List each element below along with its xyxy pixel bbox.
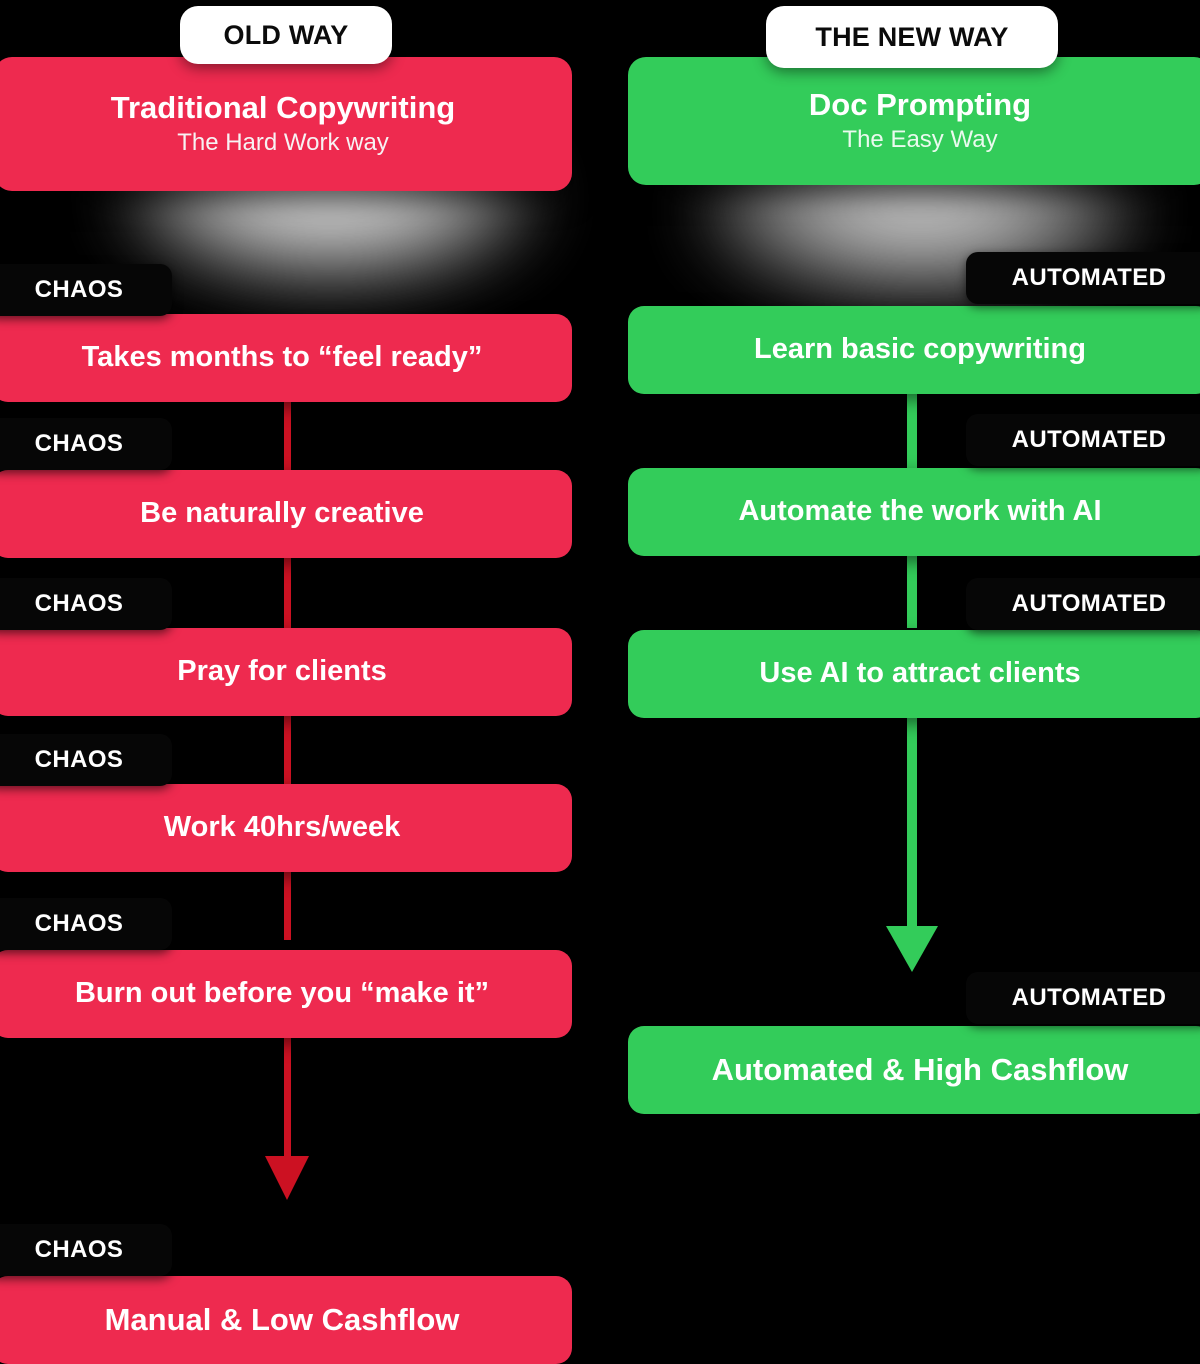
step-card-new-2-label: Automate the work with AI (738, 495, 1102, 528)
badge-chaos-5-label: CHAOS (34, 910, 124, 937)
badge-chaos-4-label: CHAOS (34, 746, 124, 773)
step-card-old-3-label: Pray for clients (177, 655, 387, 688)
step-card-new-2[interactable]: Automate the work with AI (628, 468, 1200, 556)
badge-automated-1-label: AUTOMATED (1011, 264, 1167, 291)
step-card-old-1-label: Takes months to “feel ready” (81, 341, 483, 374)
arrow-head-green (886, 926, 938, 972)
connector-red-3 (284, 712, 291, 784)
outcome-card-old-way-label: Manual & Low Cashflow (104, 1302, 460, 1338)
step-card-new-3-label: Use AI to attract clients (759, 657, 1081, 690)
tab-new-way-label: THE NEW WAY (815, 21, 1009, 52)
badge-automated-outcome: AUTOMATED (966, 972, 1200, 1024)
header-subtitle-new-way: The Easy Way (842, 126, 998, 154)
badge-chaos-1: CHAOS (0, 264, 172, 316)
header-title-old-way: Traditional Copywriting (110, 89, 456, 125)
step-card-old-5-label: Burn out before you “make it” (74, 977, 490, 1010)
badge-automated-3: AUTOMATED (966, 578, 1200, 630)
badge-chaos-5: CHAOS (0, 898, 172, 950)
connector-green-3 (907, 718, 917, 928)
tab-old-way[interactable]: OLD WAY (180, 6, 392, 64)
step-card-old-4-label: Work 40hrs/week (163, 811, 401, 844)
step-card-new-1[interactable]: Learn basic copywriting (628, 306, 1200, 394)
connector-green-1 (907, 390, 917, 470)
connector-red-2 (284, 556, 291, 628)
badge-chaos-outcome-label: CHAOS (34, 1236, 124, 1263)
connector-red-4 (284, 868, 291, 940)
connector-red-5 (284, 1036, 291, 1158)
badge-chaos-4: CHAOS (0, 734, 172, 786)
step-card-old-4[interactable]: Work 40hrs/week (0, 784, 572, 872)
badge-chaos-3: CHAOS (0, 578, 172, 630)
badge-automated-1: AUTOMATED (966, 252, 1200, 304)
badge-automated-2: AUTOMATED (966, 414, 1200, 466)
header-title-new-way: Doc Prompting (808, 86, 1032, 122)
badge-chaos-3-label: CHAOS (34, 590, 124, 617)
badge-chaos-1-label: CHAOS (34, 276, 124, 303)
outcome-card-new-way-label: Automated & High Cashflow (711, 1052, 1129, 1088)
outcome-card-old-way[interactable]: Manual & Low Cashflow (0, 1276, 572, 1364)
tab-old-way-label: OLD WAY (223, 19, 349, 50)
badge-automated-outcome-label: AUTOMATED (1011, 984, 1167, 1011)
badge-automated-3-label: AUTOMATED (1011, 590, 1167, 617)
connector-red-1 (284, 398, 291, 470)
outcome-card-new-way[interactable]: Automated & High Cashflow (628, 1026, 1200, 1114)
step-card-new-3[interactable]: Use AI to attract clients (628, 630, 1200, 718)
arrow-head-red (265, 1156, 309, 1200)
badge-chaos-2-label: CHAOS (34, 430, 124, 457)
step-card-old-3[interactable]: Pray for clients (0, 628, 572, 716)
connector-green-2 (907, 556, 917, 628)
badge-automated-2-label: AUTOMATED (1011, 426, 1167, 453)
badge-chaos-2: CHAOS (0, 418, 172, 470)
header-subtitle-old-way: The Hard Work way (177, 129, 389, 157)
step-card-old-1[interactable]: Takes months to “feel ready” (0, 314, 572, 402)
badge-chaos-outcome: CHAOS (0, 1224, 172, 1276)
step-card-old-2[interactable]: Be naturally creative (0, 470, 572, 558)
header-card-old-way: Traditional Copywriting The Hard Work wa… (0, 57, 572, 191)
step-card-old-5[interactable]: Burn out before you “make it” (0, 950, 572, 1038)
step-card-old-2-label: Be naturally creative (140, 497, 424, 530)
tab-new-way[interactable]: THE NEW WAY (766, 6, 1058, 68)
header-card-new-way: Doc Prompting The Easy Way (628, 57, 1200, 185)
step-card-new-1-label: Learn basic copywriting (754, 333, 1086, 366)
